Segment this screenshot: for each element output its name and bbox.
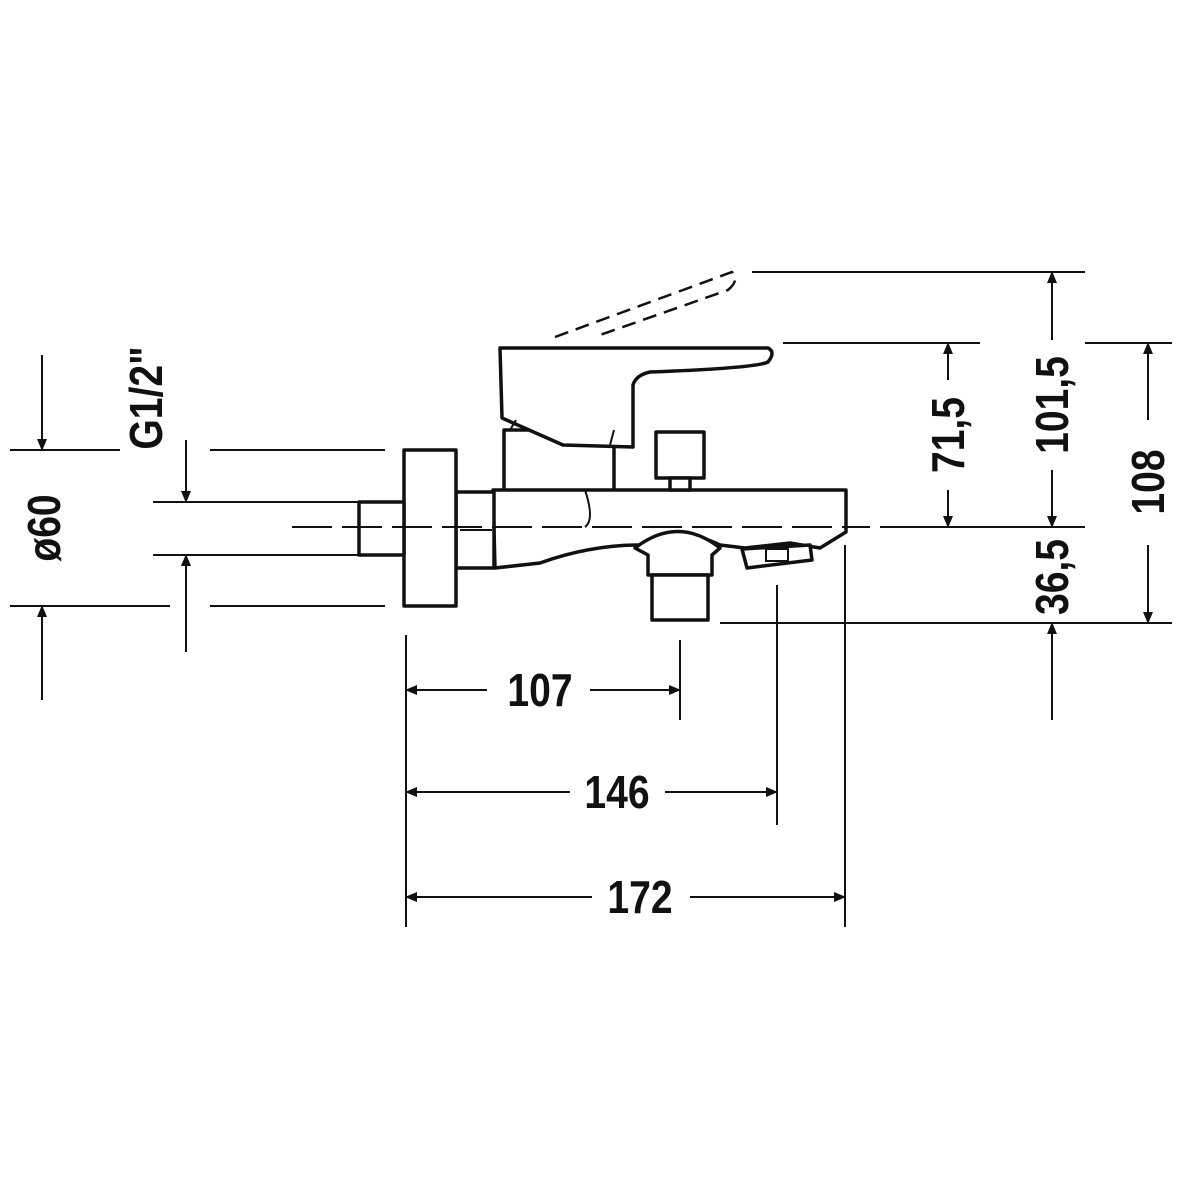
shower-outlet <box>633 529 722 577</box>
label-thread: G1/2" <box>121 346 173 449</box>
label-total-height: 108 <box>1123 449 1175 514</box>
lever-open-position <box>554 270 737 339</box>
inlet-stub <box>357 500 406 557</box>
label-outlet-drop: 36,5 <box>1027 539 1079 615</box>
label-outlet-depth: 107 <box>507 665 572 717</box>
outlet-nipple <box>650 573 710 622</box>
diverter-knob <box>654 430 706 480</box>
label-spout-depth: 146 <box>584 767 649 819</box>
label-lever-open-height: 101,5 <box>1027 356 1079 454</box>
diverter-stem <box>668 476 692 492</box>
dimension-lines <box>37 271 1153 902</box>
label-lever-height: 71,5 <box>923 397 975 473</box>
label-total-depth: 172 <box>607 872 672 924</box>
lever-handle <box>498 346 774 449</box>
label-flange-diameter: ø60 <box>19 494 71 561</box>
aerator <box>740 543 814 570</box>
faucet-drawing <box>357 270 848 622</box>
